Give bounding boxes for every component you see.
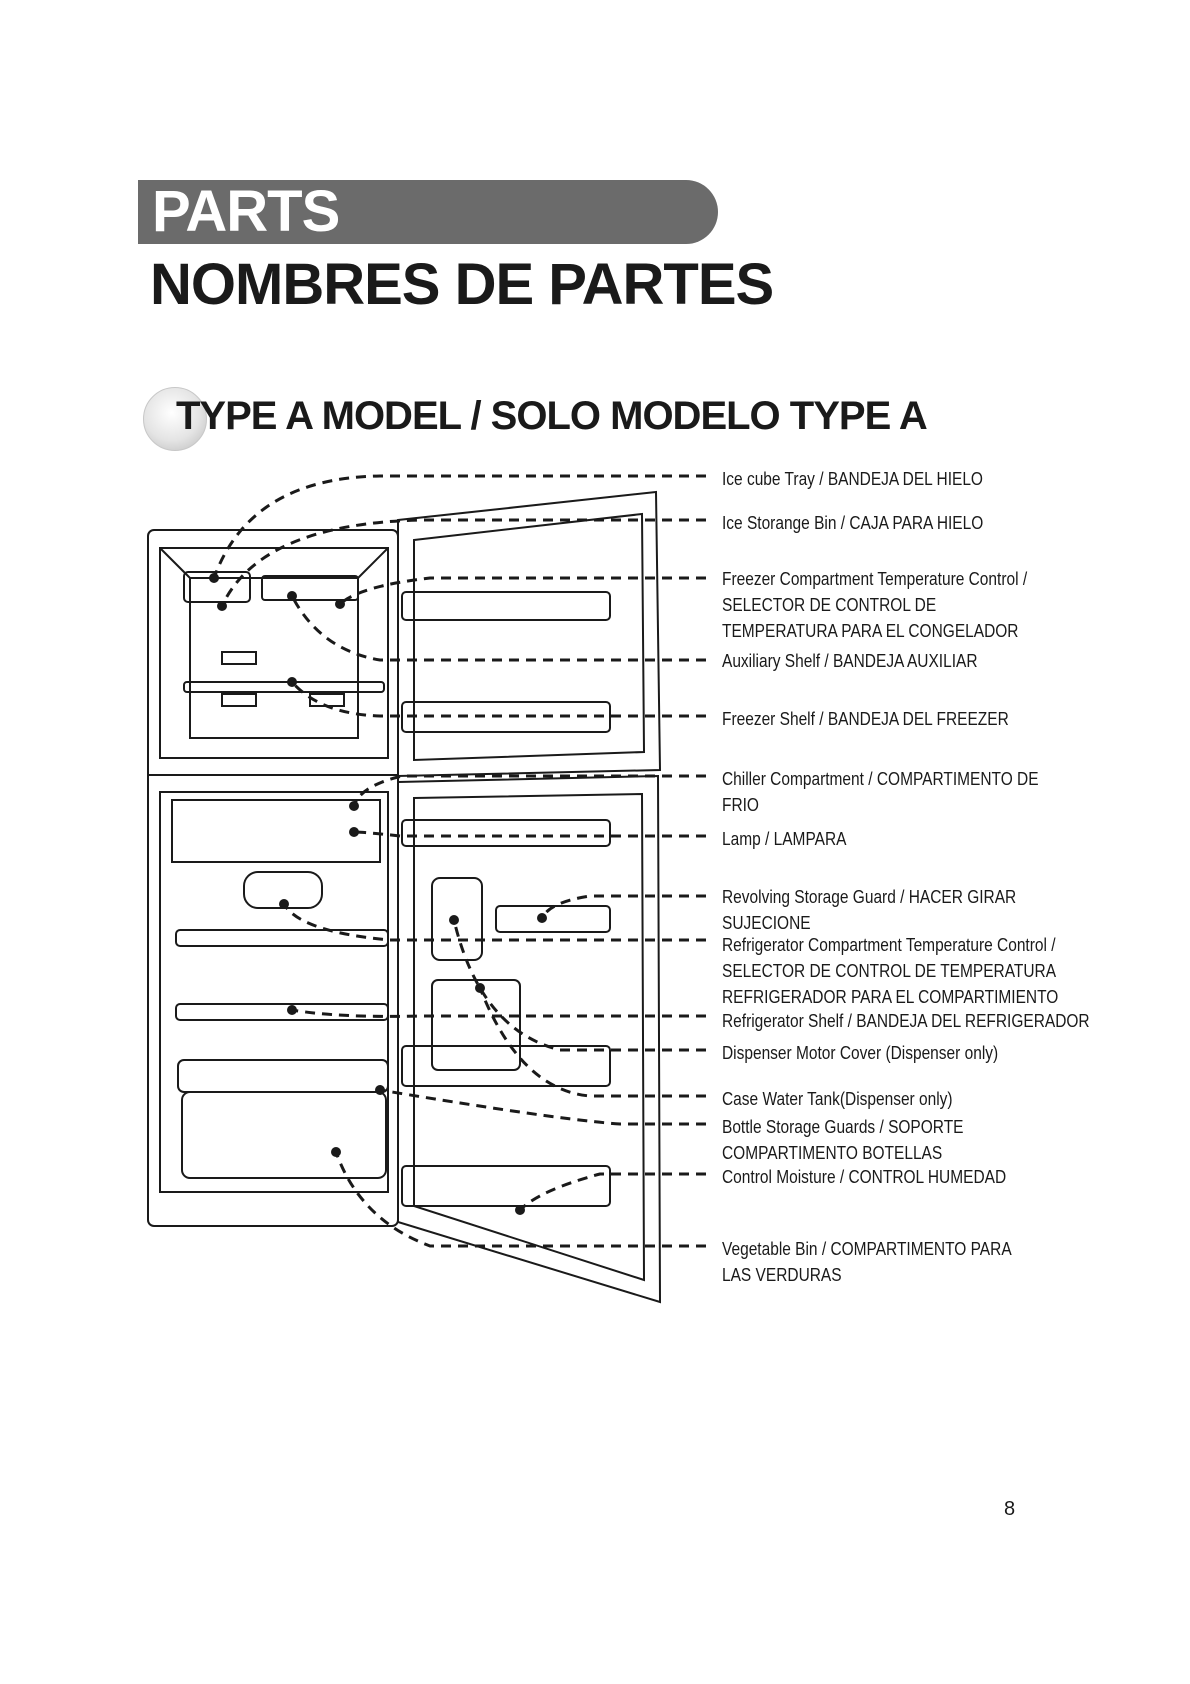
freezer-door-inner <box>413 512 646 762</box>
refrigerator-shelf-shape <box>175 929 389 947</box>
fridge-door <box>397 774 662 1304</box>
leader-dot <box>287 591 297 601</box>
leader-dot <box>349 801 359 811</box>
cavity-corner <box>357 547 389 579</box>
refrigerator-shelf-shape <box>175 1003 389 1021</box>
leader-dot <box>279 899 289 909</box>
callout-ice-cube-tray: Ice cube Tray / BANDEJA DEL HIELO <box>722 469 983 489</box>
leader-dot <box>335 599 345 609</box>
leader-line <box>338 576 706 606</box>
freezer-control-panel <box>261 575 359 601</box>
leader-dot <box>537 913 547 923</box>
callout-ice-storage-bin: Ice Storange Bin / CAJA PARA HIELO <box>722 513 984 533</box>
leader-dot <box>515 1205 525 1215</box>
leader-dot <box>209 573 219 583</box>
freezer-door-shelf <box>401 701 611 733</box>
leader-line <box>282 903 706 942</box>
freezer-vent <box>221 651 257 665</box>
callout-dispenser-motor-cover: Dispenser Motor Cover (Dispenser only) <box>722 1043 999 1063</box>
leader-dot <box>331 1147 341 1157</box>
bottom-door-shelf <box>401 1165 611 1207</box>
freezer-cavity <box>159 547 389 759</box>
callout-control-moisture: Control Moisture / CONTROL HUMEDAD <box>722 1167 1007 1187</box>
leader-dot <box>449 915 459 925</box>
leader-line <box>352 774 706 807</box>
callout-freezer-shelf: Freezer Shelf / BANDEJA DEL FREEZER <box>722 709 1009 729</box>
leader-dot <box>287 677 297 687</box>
leader-line <box>518 1172 706 1212</box>
fridge-cavity <box>159 791 389 1193</box>
leader-line <box>212 474 706 579</box>
callout-vegetable-bin: Vegetable Bin / COMPARTIMENTO PARA LAS V… <box>722 1239 1012 1285</box>
freezer-door <box>397 490 662 778</box>
leader-dot <box>287 1005 297 1015</box>
vegetable-bin-shape <box>181 1091 387 1179</box>
revolving-guard-shape <box>495 905 611 933</box>
bottle-guard-shape <box>401 1045 611 1087</box>
callout-case-water-tank: Case Water Tank(Dispenser only) <box>722 1089 953 1109</box>
callout-lamp: Lamp / LAMPARA <box>722 829 847 849</box>
leader-line <box>478 987 706 1098</box>
fridge-door-top-shelf <box>401 819 611 847</box>
section-banner <box>138 180 718 244</box>
freezer-door-shelf <box>401 591 611 621</box>
leader-line <box>452 919 706 1052</box>
callout-bottle-storage-guards: Bottle Storage Guards / SOPORTE COMPARTI… <box>722 1117 964 1163</box>
freezer-inner-back <box>189 577 359 739</box>
leader-dot <box>475 983 485 993</box>
fridge-door-inner <box>413 792 646 1282</box>
chiller-drawer <box>171 799 381 863</box>
callout-freezer-temp-control: Freezer Compartment Temperature Control … <box>722 569 1028 641</box>
leader-line <box>540 894 706 919</box>
section-title: TYPE A MODEL / SOLO MODELO TYPE A <box>176 394 928 438</box>
vegetable-lid <box>177 1059 389 1093</box>
water-tank-shape <box>431 979 521 1071</box>
dispenser-motor-cover-shape <box>431 877 483 961</box>
leader-line <box>220 518 706 607</box>
auxiliary-shelf-shape <box>183 681 385 693</box>
leader-line <box>291 1008 706 1018</box>
leader-line <box>353 830 706 838</box>
cabinet-outline <box>147 529 399 1227</box>
callout-refrigerator-temp-control: Refrigerator Compartment Temperature Con… <box>722 935 1059 1007</box>
callout-chiller-compartment: Chiller Compartment / COMPARTIMENTO DE F… <box>722 769 1039 815</box>
leader-dot <box>375 1085 385 1095</box>
callout-auxiliary-shelf: Auxiliary Shelf / BANDEJA AUXILIAR <box>722 651 978 671</box>
leader-line <box>290 595 706 662</box>
leader-line <box>334 1151 706 1248</box>
callout-revolving-storage-guard: Revolving Storage Guard / HACER GIRAR SU… <box>722 887 1017 933</box>
leader-line <box>379 1088 706 1126</box>
page-title-es: NOMBRES DE PARTES <box>150 252 774 317</box>
freezer-vent <box>221 693 257 707</box>
disc-icon <box>143 387 207 451</box>
leader-line <box>290 681 706 718</box>
page-title-en: PARTS <box>152 179 340 244</box>
leader-dot <box>217 601 227 611</box>
page-number: 8 <box>1004 1498 1016 1520</box>
callout-refrigerator-shelf: Refrigerator Shelf / BANDEJA DEL REFRIGE… <box>722 1011 1090 1031</box>
leader-dot <box>349 827 359 837</box>
